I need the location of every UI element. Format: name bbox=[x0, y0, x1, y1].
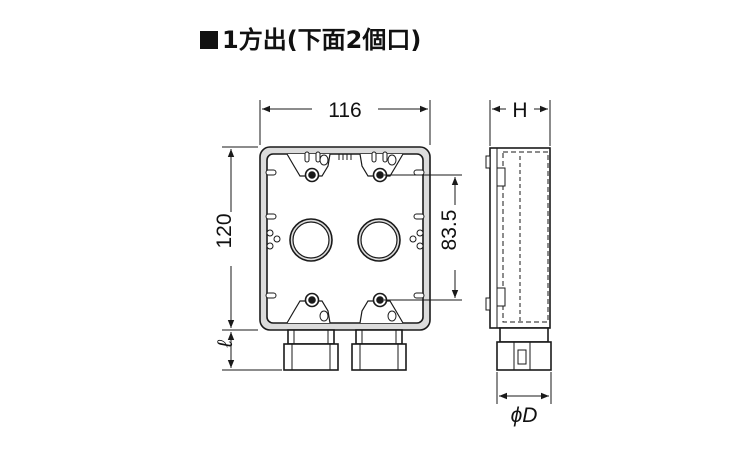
box-cavity bbox=[266, 153, 424, 324]
front-view bbox=[259, 146, 431, 371]
dim-width-lines bbox=[259, 100, 431, 145]
bottom-bracket-left bbox=[286, 292, 331, 324]
connector-right bbox=[351, 329, 407, 371]
dim-width-label: 116 bbox=[328, 99, 361, 122]
top-center-ticks bbox=[338, 154, 352, 160]
dim-pitch-lines bbox=[384, 174, 462, 301]
side-view bbox=[485, 147, 552, 371]
connector-left bbox=[283, 329, 339, 371]
dim-length-label: ℓ bbox=[214, 339, 237, 348]
dim-depth-label: H bbox=[512, 99, 527, 122]
side-slots bbox=[265, 169, 425, 299]
top-bracket-right bbox=[359, 151, 404, 183]
title-square-icon bbox=[200, 31, 218, 49]
dim-diameter-label: ϕD bbox=[511, 404, 538, 427]
title-text: 1方出(下面2個口) bbox=[222, 26, 422, 54]
side-connector bbox=[496, 327, 552, 371]
dim-pitch-label: 83.5 bbox=[438, 210, 461, 251]
bottom-bracket-right bbox=[359, 292, 404, 324]
top-bracket-left bbox=[286, 151, 331, 183]
dim-height-label: 120 bbox=[213, 213, 236, 248]
dim-length-lines bbox=[222, 332, 282, 371]
dim-depth-lines bbox=[489, 100, 551, 146]
diagram-title: 1方出(下面2個口) bbox=[200, 20, 421, 55]
dim-diameter-lines bbox=[496, 372, 552, 404]
dim-height-lines bbox=[222, 146, 258, 331]
